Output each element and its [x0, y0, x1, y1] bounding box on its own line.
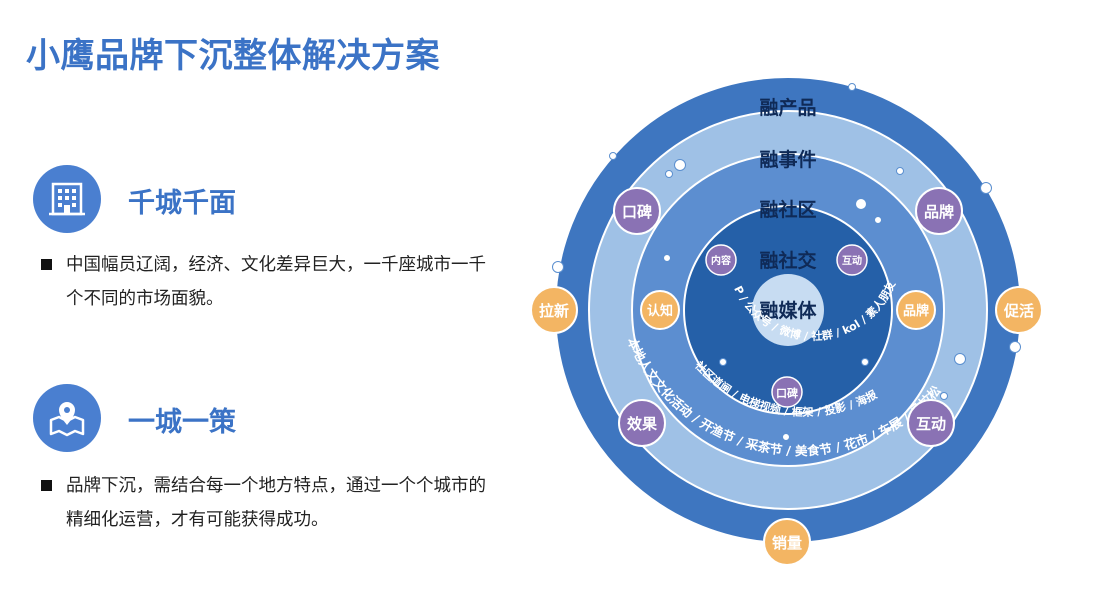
svg-text:效果: 效果: [627, 415, 658, 433]
badge-hudong-inner: 互动: [836, 244, 868, 276]
svg-text:互动: 互动: [916, 415, 946, 433]
connector-dot: [855, 198, 867, 210]
badge-koubei-outer: 口碑: [613, 187, 661, 235]
svg-text:销量: 销量: [772, 534, 802, 552]
badge-xiaoliang: 销量: [763, 518, 811, 566]
svg-text:内容: 内容: [711, 254, 731, 267]
connector-dot: [954, 353, 966, 365]
connector-dot: [874, 216, 882, 224]
ring-label-community: 融社区: [759, 198, 816, 221]
orange-badges: 拉新 促活 销量 认知 品牌: [530, 286, 1043, 566]
connector-dots: [552, 83, 1021, 441]
badge-neirong: 内容: [705, 244, 737, 276]
svg-text:促活: 促活: [1003, 302, 1034, 320]
arc-item: 美食节: [795, 441, 833, 459]
connector-dot: [1009, 341, 1021, 353]
connector-dot: [940, 392, 948, 400]
section-text: 中国幅员辽阔，经济、文化差异巨大，一千座城市一千个不同的市场面貌。: [66, 255, 486, 309]
connector-dot: [848, 83, 856, 91]
badge-hudong-outer: 互动: [907, 399, 955, 447]
core-label: 融媒体: [759, 299, 817, 322]
connector-dot: [980, 182, 992, 194]
badge-laxin: 拉新: [530, 286, 578, 334]
svg-text:拉新: 拉新: [539, 302, 569, 320]
arc-item: 社群: [810, 327, 834, 343]
building-icon: [33, 165, 101, 233]
section-heading: 千城千面: [128, 188, 236, 219]
badge-pinpai-outer: 品牌: [915, 187, 963, 235]
connector-dot: [609, 152, 617, 160]
purple-badges: 口碑 品牌 效果 互动 内容 互动 口碑: [613, 187, 963, 447]
connector-dot: [719, 358, 727, 366]
arc-item: 框架: [791, 404, 813, 419]
connector-dot: [552, 261, 564, 273]
connector-dot: [665, 170, 673, 178]
section-heading: 一城一策: [128, 407, 236, 438]
bullet-mark: [41, 259, 52, 270]
svg-text:口碑: 口碑: [776, 386, 798, 400]
bullet-mark: [41, 480, 52, 491]
badge-cuohuo: 促活: [995, 286, 1043, 334]
connector-dot: [896, 167, 904, 175]
concentric-diagram: 融产品 融事件 融社区 融社交 融媒体 APP / 公众号 / 微博 / 社群 …: [520, 70, 1043, 566]
arc-item: 投影: [823, 399, 847, 417]
connector-dot: [861, 358, 869, 366]
connector-dot: [663, 254, 671, 262]
ring-label-product: 融产品: [759, 96, 816, 119]
ring-label-social: 融社交: [759, 249, 816, 272]
badge-renzhi: 认知: [640, 290, 680, 330]
section-text: 品牌下沉，需结合每一个地方特点，通过一个个城市的精细化运营，才有可能获得成功。: [66, 476, 486, 530]
ring-label-event: 融事件: [759, 148, 816, 171]
svg-text:品牌: 品牌: [924, 203, 954, 221]
connector-dot: [674, 159, 686, 171]
svg-text:互动: 互动: [842, 254, 862, 267]
core-circle: [752, 274, 824, 346]
page-title: 小鹰品牌下沉整体解决方案: [26, 36, 440, 76]
badge-xiaoguo: 效果: [618, 399, 666, 447]
badge-pinpai-inner: 品牌: [896, 290, 936, 330]
badge-koubei-inner: 口碑: [771, 376, 803, 408]
map-pin-icon: [33, 384, 101, 452]
connector-dot: [782, 433, 790, 441]
svg-text:认知: 认知: [647, 303, 673, 319]
svg-text:口碑: 口碑: [622, 203, 652, 221]
svg-text:品牌: 品牌: [903, 303, 929, 319]
